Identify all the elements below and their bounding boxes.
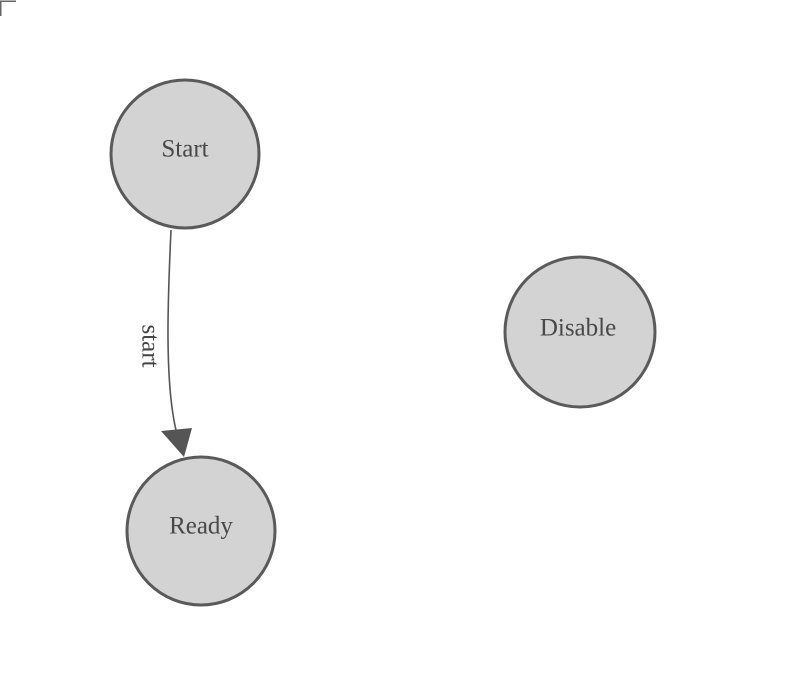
state-circle-ready[interactable] [125,455,277,607]
state-node-disable[interactable]: Disable [503,255,657,409]
state-node-ready[interactable]: Ready [125,455,277,607]
state-circle-start[interactable] [109,78,261,230]
state-label-start: Start [161,136,208,163]
edge-path[interactable] [167,229,178,435]
state-circle-disable[interactable] [503,255,657,409]
state-label-disable: Disable [540,315,616,342]
edge-arrowhead-icon [161,428,192,457]
transition-start-to-ready[interactable]: start [137,229,193,457]
state-label-ready: Ready [169,513,233,540]
canvas-origin-corner-mark [0,0,16,16]
edge-label[interactable]: start [137,324,164,367]
state-node-start[interactable]: Start [109,78,261,230]
